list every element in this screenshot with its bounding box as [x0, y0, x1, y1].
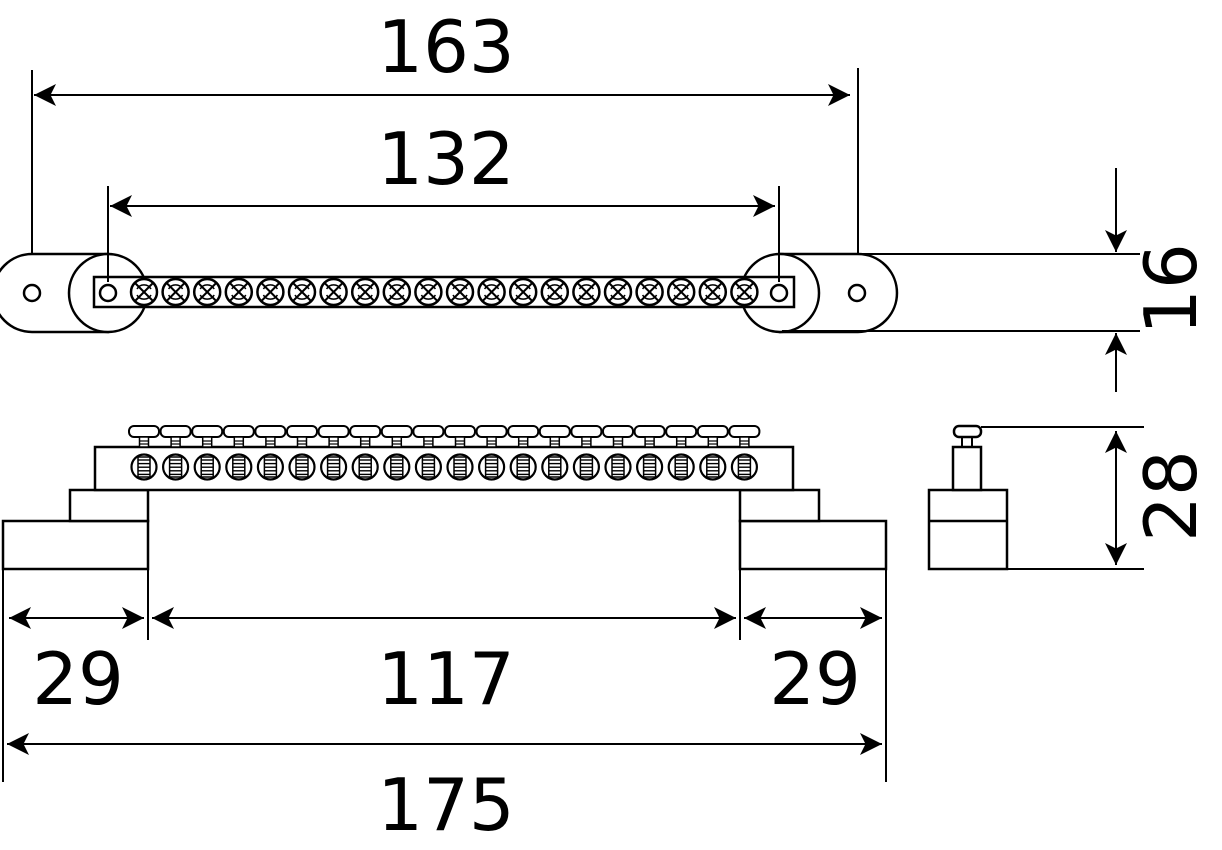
terminal-screw — [444, 425, 476, 481]
dim-label-132: 132 — [377, 117, 514, 201]
screw-head-icon — [192, 277, 222, 307]
screw-head-icon — [635, 277, 664, 307]
terminal-screw — [665, 425, 698, 481]
terminal-screw — [696, 425, 729, 481]
screw-head-icon — [666, 277, 696, 307]
terminal-screw — [412, 425, 445, 481]
terminal-screw — [128, 425, 160, 481]
screw-head-icon — [319, 277, 348, 307]
terminal-screw — [633, 425, 666, 481]
terminal-screw — [538, 425, 571, 481]
terminal-screw — [317, 425, 350, 481]
dim-163 — [31, 68, 859, 254]
screw-head-icon — [256, 277, 285, 307]
screw-head-icon — [161, 277, 190, 307]
screw-head-icon — [540, 277, 570, 307]
screw-head-icon — [508, 277, 538, 307]
screw-head-icon — [698, 277, 728, 307]
screw-head-icon — [414, 277, 443, 307]
dim-label-29-right: 29 — [769, 637, 861, 721]
screw-head-icon — [572, 277, 601, 307]
screw-head-icon — [603, 277, 633, 307]
terminal-screw — [475, 425, 508, 481]
screw-head-icon — [224, 277, 254, 307]
screw-head-icon — [350, 277, 380, 307]
dim-132 — [107, 186, 780, 282]
terminal-screw — [728, 425, 761, 481]
left-foot-upper — [68, 488, 150, 523]
screw-head-icon — [129, 277, 159, 307]
side-screw-head — [952, 424, 983, 439]
top-view — [0, 252, 899, 334]
dim-label-163: 163 — [377, 5, 514, 89]
dim-28 — [981, 426, 1144, 570]
terminal-screw — [254, 425, 287, 481]
screw-head-icon — [477, 277, 506, 307]
top-screw-row — [129, 277, 759, 307]
terminal-screw — [222, 425, 255, 481]
terminal-screw — [159, 425, 192, 481]
hole-left-outer — [22, 283, 42, 303]
terminal-screw — [570, 425, 603, 481]
front-terminal-row — [128, 425, 761, 481]
terminal-screw — [380, 425, 413, 481]
hole-right-outer — [847, 283, 867, 303]
dim-label-29-left: 29 — [32, 637, 124, 721]
terminal-screw — [349, 425, 382, 481]
left-foot-lower — [1, 519, 150, 571]
terminal-screw — [602, 425, 634, 481]
terminal-screw — [286, 425, 318, 481]
screw-head-icon — [730, 277, 759, 307]
hole-right-inner — [769, 283, 789, 303]
terminal-screw — [191, 425, 224, 481]
side-base — [927, 488, 1009, 571]
terminal-screw — [507, 425, 540, 481]
front-dims — [2, 569, 887, 782]
dim-label-175: 175 — [377, 763, 514, 847]
dim-label-28: 28 — [1129, 450, 1213, 542]
side-post — [951, 445, 983, 492]
right-foot-lower — [738, 519, 888, 571]
screw-head-icon — [445, 277, 475, 307]
hole-left-inner — [98, 283, 118, 303]
front-view — [1, 425, 888, 571]
screw-head-icon — [287, 277, 317, 307]
dim-label-117: 117 — [377, 637, 514, 721]
dim-label-16: 16 — [1129, 243, 1213, 335]
right-foot-upper — [738, 488, 821, 523]
dim-16 — [782, 168, 1140, 392]
screw-head-icon — [382, 277, 412, 307]
side-view — [927, 424, 1009, 571]
